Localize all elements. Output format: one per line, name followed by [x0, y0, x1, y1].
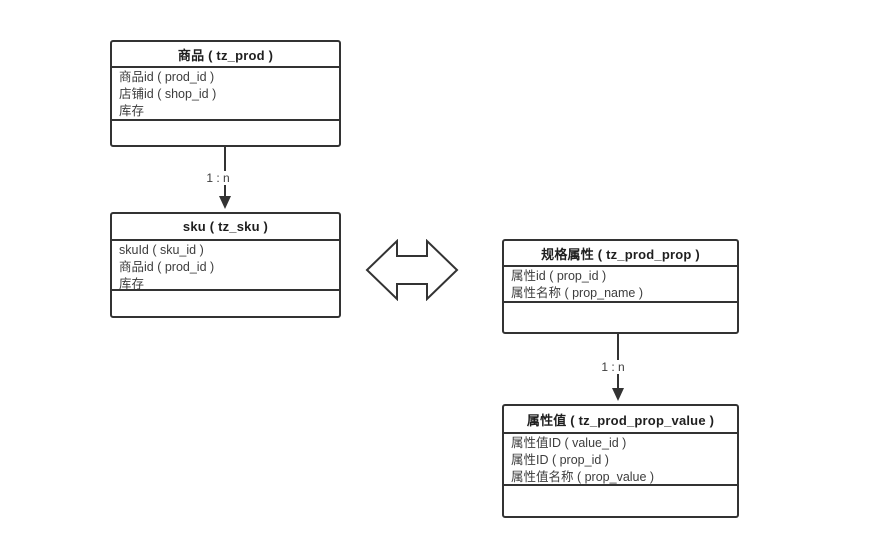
entity-prod-prop-value-footer — [504, 486, 737, 516]
entity-prod-prop-fields: 属性id ( prop_id ) 属性名称 ( prop_name ) — [504, 267, 737, 303]
entity-prod-prop: 规格属性 ( tz_prod_prop ) 属性id ( prop_id ) 属… — [502, 239, 739, 334]
entity-sku: sku ( tz_sku ) skuId ( sku_id ) 商品id ( p… — [110, 212, 341, 318]
field-row: 店铺id ( shop_id ) — [119, 87, 217, 101]
relation-prop-value-label: 1 : n — [598, 360, 628, 374]
entity-sku-title: sku ( tz_sku ) — [112, 214, 339, 241]
entity-prod-prop-value-title: 属性值 ( tz_prod_prop_value ) — [504, 406, 737, 434]
entity-prod-footer — [112, 121, 339, 145]
field-row: 属性值名称 ( prop_value ) — [511, 470, 655, 484]
entity-prod-title: 商品 ( tz_prod ) — [112, 42, 339, 68]
field-row: 属性值ID ( value_id ) — [511, 436, 627, 450]
arrow-down-icon — [612, 388, 624, 401]
entity-prod-prop-value-fields: 属性值ID ( value_id ) 属性ID ( prop_id ) 属性值名… — [504, 434, 737, 486]
entity-prod-prop-value: 属性值 ( tz_prod_prop_value ) 属性值ID ( value… — [502, 404, 739, 518]
left-right-double-arrow-icon — [365, 239, 459, 301]
field-row: 属性ID ( prop_id ) — [511, 453, 609, 467]
field-row: 属性id ( prop_id ) — [511, 269, 607, 283]
entity-prod-prop-footer — [504, 303, 737, 332]
relation-prod-sku-label: 1 : n — [203, 171, 233, 185]
entity-prod-fields: 商品id ( prod_id ) 店铺id ( shop_id ) 库存 — [112, 68, 339, 121]
field-row: 库存 — [119, 277, 145, 291]
field-row: 属性名称 ( prop_name ) — [511, 286, 643, 300]
entity-prod: 商品 ( tz_prod ) 商品id ( prod_id ) 店铺id ( s… — [110, 40, 341, 147]
entity-sku-footer — [112, 291, 339, 316]
field-row: skuId ( sku_id ) — [119, 243, 204, 257]
field-row: 库存 — [119, 104, 145, 118]
entity-prod-prop-title: 规格属性 ( tz_prod_prop ) — [504, 241, 737, 267]
entity-sku-fields: skuId ( sku_id ) 商品id ( prod_id ) 库存 — [112, 241, 339, 291]
field-row: 商品id ( prod_id ) — [119, 260, 215, 274]
arrow-down-icon — [219, 196, 231, 209]
field-row: 商品id ( prod_id ) — [119, 70, 215, 84]
